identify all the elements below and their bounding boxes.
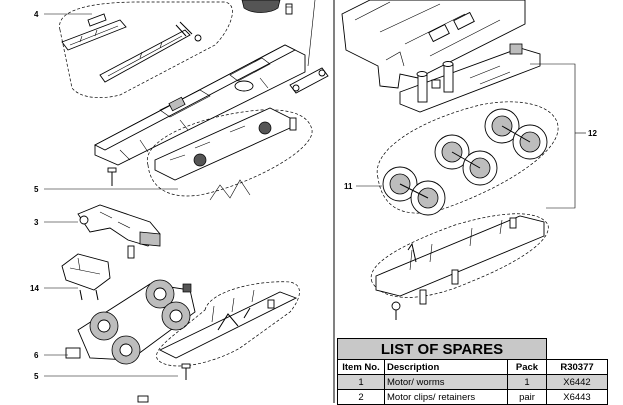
- row-code: X6442: [546, 374, 608, 390]
- callout-leaders: [44, 13, 586, 377]
- table-row: 2 Motor clips/ retainers pair X6443: [337, 389, 608, 405]
- header-pack: Pack: [507, 359, 547, 375]
- header-description: Description: [384, 359, 508, 375]
- callout-12: 12: [588, 129, 597, 138]
- screw-bottom: [137, 395, 149, 403]
- header-product-code: R30377: [546, 359, 608, 375]
- part-11-wheelsets: [376, 101, 559, 216]
- body-frame-top-right: [341, 0, 526, 89]
- part-14-bracket: [61, 253, 111, 301]
- callout-11: 11: [344, 182, 353, 191]
- contact-plate: [399, 43, 541, 113]
- callout-3: 3: [34, 218, 39, 227]
- row-item: 2: [337, 389, 385, 405]
- table-row: 1 Motor/ worms 1 X6442: [337, 374, 608, 390]
- spares-title-blank: [546, 338, 608, 360]
- callout-5-lower: 5: [34, 372, 39, 381]
- row-description: Motor/ worms: [384, 374, 508, 390]
- link-bar: [289, 0, 329, 94]
- part-5-bogie-frame-upper: [146, 107, 313, 201]
- row-description: Motor clips/ retainers: [384, 389, 508, 405]
- callout-5-upper: 5: [34, 185, 39, 194]
- spares-title: LIST OF SPARES: [337, 338, 547, 360]
- screw-top-1: [285, 3, 293, 15]
- screw-chassis: [107, 167, 117, 186]
- row-pack: 1: [507, 374, 547, 390]
- gear-fragment: [241, 0, 281, 13]
- callout-6: 6: [34, 351, 39, 360]
- part-5-pickup-plate-lower: [156, 281, 300, 380]
- callout-4: 4: [34, 10, 39, 19]
- part-3-coupling: [77, 204, 161, 259]
- callout-14: 14: [30, 284, 39, 293]
- header-item-no: Item No.: [337, 359, 385, 375]
- part-12-lower-frame: [370, 213, 549, 320]
- row-pack: pair: [507, 389, 547, 405]
- part-6-wheel-bogie: [65, 279, 196, 365]
- row-code: X6443: [546, 389, 608, 405]
- list-of-spares-table: LIST OF SPARES Item No. Description Pack…: [337, 338, 608, 405]
- part-4-pickup-assembly: [59, 1, 233, 98]
- row-item: 1: [337, 374, 385, 390]
- chassis-upper-block: [94, 44, 306, 166]
